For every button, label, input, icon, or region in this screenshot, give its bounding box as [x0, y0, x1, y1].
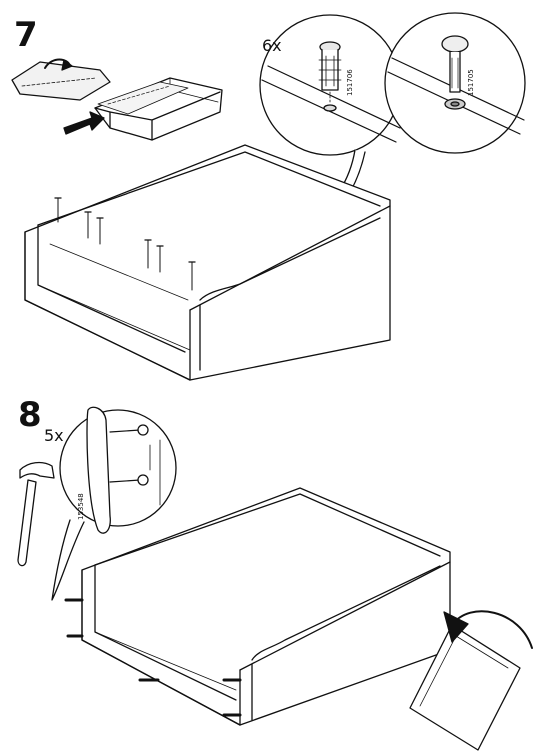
drawer-box-step8 [64, 487, 451, 726]
rotate-arrow-icon [443, 610, 533, 649]
detail-callout-step8 [59, 406, 177, 534]
small-drawer-part [94, 77, 223, 141]
step-number-8: 8 [18, 395, 42, 435]
part-code-step8: 153548 [77, 493, 85, 520]
backing-paper [11, 61, 111, 101]
detail-callout-right [384, 12, 526, 154]
part-code-right: 151705 [467, 69, 475, 96]
push-arrow-icon [63, 111, 105, 135]
drawer-box-step7 [24, 144, 391, 381]
step-number-7: 7 [14, 15, 38, 55]
hammer-icon [17, 461, 55, 567]
peel-arrow-icon [44, 58, 73, 71]
callout-tail-step8 [51, 519, 85, 601]
quantity-label-step7: 6x [262, 36, 282, 55]
quantity-label-step8: 5x [44, 426, 64, 445]
part-code-left: 151706 [346, 69, 354, 96]
